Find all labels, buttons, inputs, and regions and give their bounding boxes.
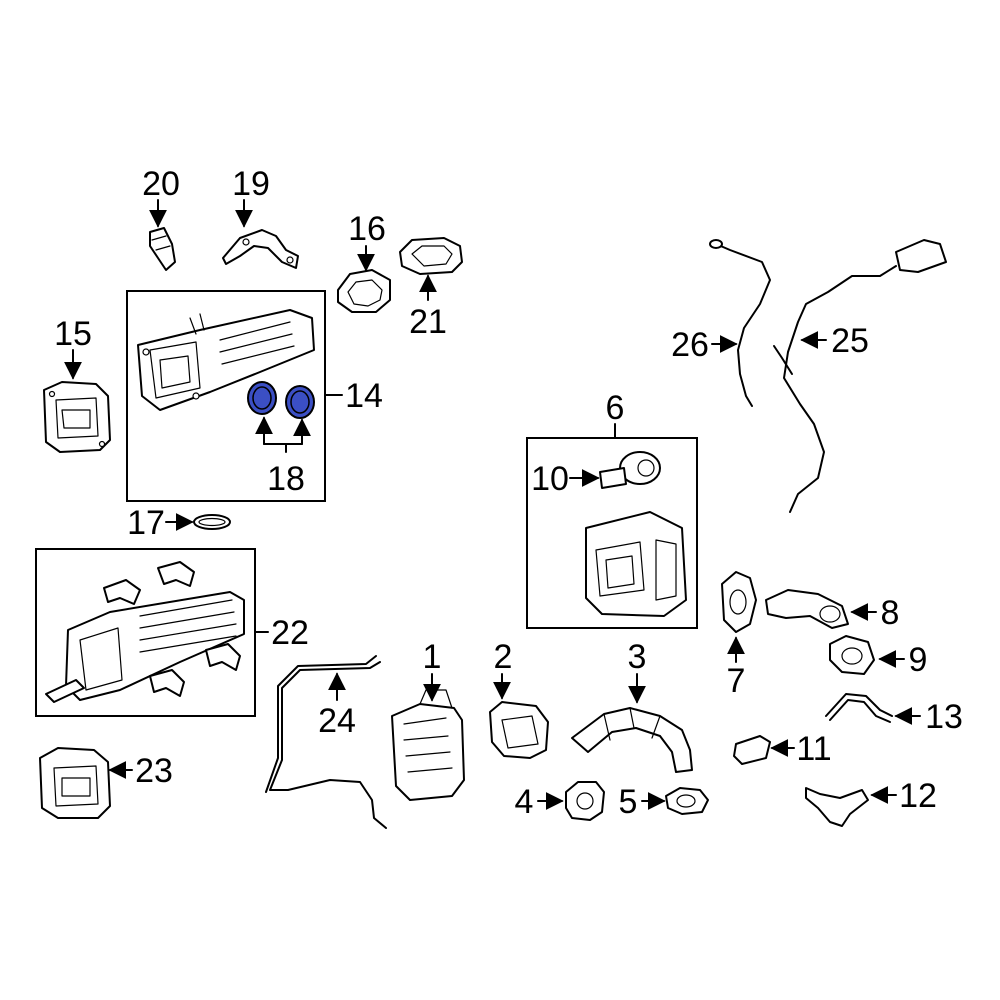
part-17-o-ring[interactable] xyxy=(193,514,231,530)
part-20-sensor[interactable] xyxy=(149,227,176,271)
part-16-gasket[interactable] xyxy=(337,269,391,313)
part-26-sensor-wire[interactable] xyxy=(709,239,771,407)
callout-2[interactable]: 2 xyxy=(494,638,513,676)
part-19-bracket[interactable] xyxy=(222,229,299,269)
part-12-bracket[interactable] xyxy=(805,787,869,827)
part-6-valve-assembly[interactable] xyxy=(585,511,687,617)
group-box-6 xyxy=(526,437,698,629)
part-1-egr-valve[interactable] xyxy=(391,689,465,801)
callout-25[interactable]: 25 xyxy=(831,322,869,360)
callout-labels: 1 2 3 4 5 6 7 8 9 10 11 12 13 14 15 16 1… xyxy=(54,165,963,821)
part-9-gasket[interactable] xyxy=(829,635,875,675)
part-22-cooler-kit[interactable] xyxy=(45,561,245,703)
part-14-egr-cooler[interactable] xyxy=(137,309,315,411)
callout-7[interactable]: 7 xyxy=(727,662,746,700)
part-18-seals[interactable] xyxy=(247,381,315,419)
callout-18[interactable]: 18 xyxy=(267,460,305,498)
callout-24[interactable]: 24 xyxy=(318,702,356,740)
callout-22[interactable]: 22 xyxy=(271,614,309,652)
callout-17[interactable]: 17 xyxy=(127,504,165,542)
part-11-bracket[interactable] xyxy=(733,735,771,765)
part-2-gasket[interactable] xyxy=(489,701,549,759)
part-24-tube[interactable] xyxy=(265,655,387,829)
callout-3[interactable]: 3 xyxy=(628,638,647,676)
callout-9[interactable]: 9 xyxy=(909,641,928,679)
callout-19[interactable]: 19 xyxy=(232,165,270,203)
part-21-cover[interactable] xyxy=(399,237,463,275)
part-13-hose[interactable] xyxy=(825,693,893,723)
part-5-gasket[interactable] xyxy=(665,787,709,815)
part-3-pipe[interactable] xyxy=(571,707,693,773)
callout-16[interactable]: 16 xyxy=(348,210,386,248)
part-25-sensor-harness[interactable] xyxy=(773,239,947,513)
callout-15[interactable]: 15 xyxy=(54,315,92,353)
callout-8[interactable]: 8 xyxy=(881,594,900,632)
part-15-gasket[interactable] xyxy=(43,381,111,453)
callout-11[interactable]: 11 xyxy=(796,730,831,768)
callout-4[interactable]: 4 xyxy=(515,783,534,821)
callout-13[interactable]: 13 xyxy=(925,698,963,736)
callout-23[interactable]: 23 xyxy=(135,752,173,790)
callout-5[interactable]: 5 xyxy=(619,783,638,821)
callout-21[interactable]: 21 xyxy=(409,303,447,341)
part-23-gasket[interactable] xyxy=(39,747,111,819)
callout-6[interactable]: 6 xyxy=(606,389,625,427)
callout-12[interactable]: 12 xyxy=(899,777,937,815)
part-7-gasket[interactable] xyxy=(721,571,757,633)
callout-14[interactable]: 14 xyxy=(345,377,383,415)
part-8-elbow[interactable] xyxy=(765,589,849,629)
callout-10[interactable]: 10 xyxy=(531,460,569,498)
callout-20[interactable]: 20 xyxy=(142,165,180,203)
callout-26[interactable]: 26 xyxy=(671,326,709,364)
part-10-actuator[interactable] xyxy=(599,451,661,489)
callout-1[interactable]: 1 xyxy=(423,638,442,676)
part-4-gasket[interactable] xyxy=(565,781,605,821)
callout-leaders xyxy=(64,199,921,810)
